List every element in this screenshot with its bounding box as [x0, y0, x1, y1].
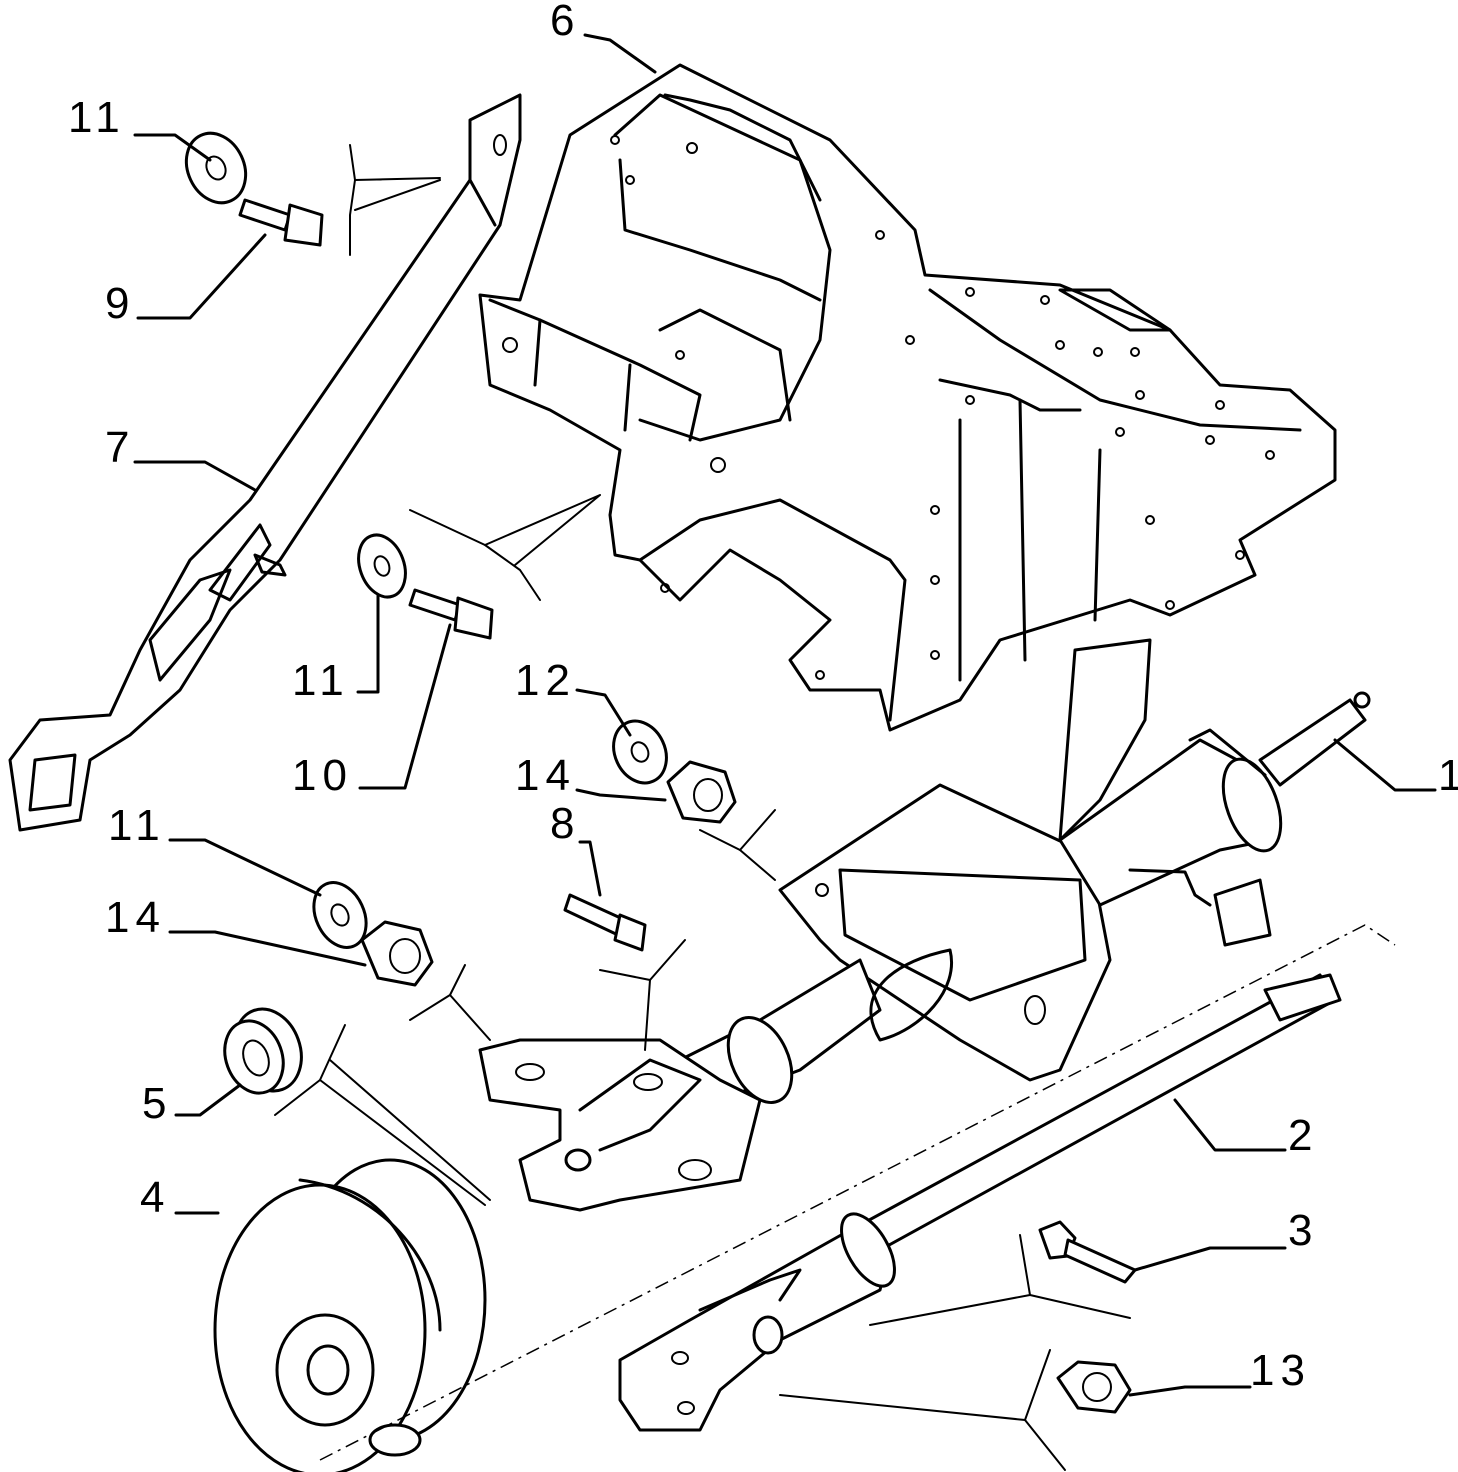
callout-7: 7 [105, 423, 135, 472]
callout-13: 13 [1250, 1346, 1311, 1395]
assembly-lines [274, 144, 1396, 1471]
callout-11-low: 11 [108, 801, 166, 850]
callout-14-lower: 14 [105, 893, 166, 942]
callout-labels: 1 2 3 4 5 6 7 8 9 10 11 11 11 12 13 14 1… [68, 0, 1458, 1395]
callout-leaders [133, 33, 1437, 1397]
callout-10: 10 [292, 751, 353, 800]
callout-4: 4 [140, 1173, 170, 1222]
callout-2: 2 [1288, 1111, 1318, 1160]
callout-9: 9 [105, 279, 135, 328]
callout-6: 6 [550, 0, 580, 45]
hub-boss-part [213, 1158, 487, 1472]
brace-strut-part [8, 93, 522, 832]
callout-14-upper: 14 [515, 751, 576, 800]
support-frame-part [478, 63, 1337, 732]
callout-11-mid: 11 [292, 656, 350, 705]
bushing-part [223, 1007, 303, 1095]
callout-12: 12 [515, 656, 576, 705]
steering-column-part [478, 638, 1371, 1212]
callout-8: 8 [550, 799, 580, 848]
fasteners [184, 131, 1137, 1414]
callout-5: 5 [142, 1079, 172, 1128]
callout-3: 3 [1288, 1206, 1318, 1255]
callout-11-top: 11 [68, 93, 126, 142]
intermediate-shaft-part [618, 973, 1342, 1432]
callout-1: 1 [1438, 751, 1458, 800]
